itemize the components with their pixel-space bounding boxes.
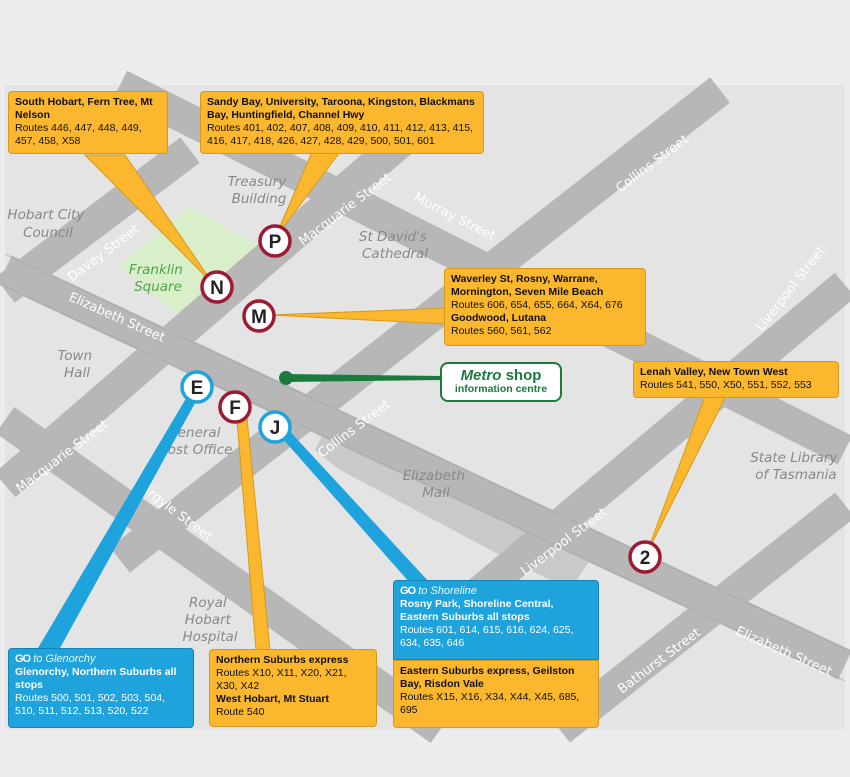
metro-brand: Metro (460, 367, 502, 384)
go-logo-glenorchy: GO (15, 653, 31, 665)
callout-northern-suburbs: Northern Suburbs express Routes X10, X11… (209, 649, 377, 727)
callout-go-shoreline: GO to Shoreline Rosny Park, Shoreline Ce… (393, 580, 599, 660)
callout-waverley: Waverley St, Rosny, Warrane, Mornington,… (444, 268, 646, 346)
pointer-metro (286, 374, 442, 382)
bus-stop-f[interactable]: F (218, 390, 252, 424)
callout-northern-title2: West Hobart, Mt Stuart (216, 693, 329, 705)
place-town-hall: Town Hall (58, 348, 97, 381)
bus-stop-j[interactable]: J (258, 410, 292, 444)
place-royal-hobart-hospital: Royal Hobart Hospital (182, 595, 237, 645)
place-elizabeth-mall: Elizabeth Mall (403, 468, 469, 501)
go-to-glenorchy: to Glenorchy (33, 653, 96, 665)
bus-stop-n[interactable]: N (200, 270, 234, 304)
go-to-shoreline: to Shoreline (418, 585, 477, 597)
metro-shop-badge[interactable]: Metro shop information centre (440, 362, 562, 402)
callout-northern-title1: Northern Suburbs express (216, 654, 349, 666)
callout-sandy-bay: Sandy Bay, University, Taroona, Kingston… (200, 91, 484, 154)
callout-sandy-bay-routes: Routes 401, 402, 407, 408, 409, 410, 411… (207, 122, 474, 147)
pointer-e (38, 390, 200, 648)
callout-waverley-routes1: Routes 606, 654, 655, 664, X64, 676 (451, 299, 623, 311)
callout-glenorchy-title: Glenorchy, Northern Suburbs all stops (15, 666, 177, 691)
place-franklin-square: Franklin Square (129, 262, 187, 295)
go-logo-shoreline: GO (400, 585, 416, 597)
callout-northern-routes1: Routes X10, X11, X20, X21, X30, X42 (216, 667, 347, 692)
stop-letter-n: N (210, 278, 224, 299)
stop-letter-p: P (269, 232, 282, 253)
callout-waverley-title2: Goodwood, Lutana (451, 312, 547, 324)
callout-south-hobart-routes: Routes 446, 447, 448, 449, 457, 458, X58 (15, 122, 142, 147)
place-treasury-building: Treasury Building (228, 174, 291, 207)
stop-letter-2: 2 (640, 548, 651, 569)
callout-eastern-routes: Routes X15, X16, X34, X44, X45, 685, 695 (400, 691, 580, 716)
pointer-n (83, 154, 215, 286)
stop-letter-j: J (270, 418, 281, 439)
road-edges (4, 253, 846, 682)
callout-lenah-routes: Routes 541, 550, X50, 551, 552, 553 (640, 379, 812, 391)
bus-stop-p[interactable]: P (258, 224, 292, 258)
callout-lenah-valley: Lenah Valley, New Town West Routes 541, … (633, 361, 839, 398)
callout-shoreline-title: Rosny Park, Shoreline Central, Eastern S… (400, 598, 554, 623)
pointer-j (275, 425, 430, 583)
callout-eastern-title: Eastern Suburbs express, Geilston Bay, R… (400, 665, 575, 690)
callout-south-hobart: South Hobart, Fern Tree, Mt Nelson Route… (8, 91, 168, 154)
callout-glenorchy-routes: Routes 500, 501, 502, 503, 504, 510, 511… (15, 692, 166, 717)
bus-stop-2[interactable]: 2 (628, 540, 662, 574)
callout-eastern-express: Eastern Suburbs express, Geilston Bay, R… (393, 660, 599, 728)
callout-northern-routes2: Route 540 (216, 706, 265, 718)
place-hobart-city-council: Hobart City Council (7, 207, 88, 241)
stop-letter-e: E (191, 378, 204, 399)
metro-shop-location (279, 371, 293, 385)
stop-letter-m: M (251, 307, 267, 328)
callout-shoreline-routes: Routes 601, 614, 615, 616, 624, 625, 634… (400, 624, 574, 649)
stop-letter-f: F (229, 398, 241, 419)
franklin-square-park (118, 207, 262, 325)
metro-info-centre: information centre (454, 383, 548, 395)
callout-sandy-bay-title: Sandy Bay, University, Taroona, Kingston… (207, 96, 475, 121)
callout-waverley-routes2: Routes 560, 561, 562 (451, 325, 552, 337)
callout-go-glenorchy: GO to Glenorchy Glenorchy, Northern Subu… (8, 648, 194, 728)
callout-lenah-title: Lenah Valley, New Town West (640, 366, 788, 378)
bus-stop-m[interactable]: M (242, 299, 276, 333)
bus-stop-e[interactable]: E (180, 370, 214, 404)
place-state-library: State Library of Tasmania (750, 450, 842, 483)
place-st-davids-cathedral: St David's Cathedral (359, 229, 431, 262)
callout-south-hobart-title: South Hobart, Fern Tree, Mt Nelson (15, 96, 153, 121)
callout-waverley-title1: Waverley St, Rosny, Warrane, Mornington,… (451, 273, 604, 298)
metro-shop-word: shop (505, 367, 542, 384)
callout-pointers (38, 151, 727, 651)
